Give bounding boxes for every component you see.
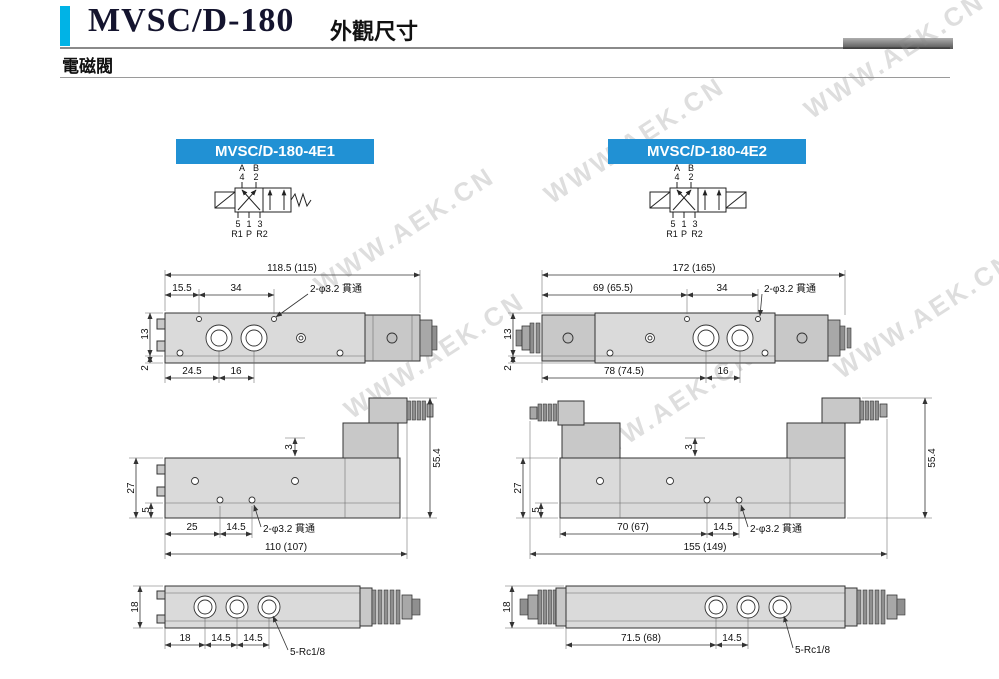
dim-t: 3 bbox=[684, 444, 695, 450]
hole-note: 2-φ3.2 貫通 bbox=[310, 283, 362, 295]
section-label: 電磁閥 bbox=[62, 57, 113, 76]
port-label-a: A bbox=[239, 163, 245, 173]
port-label-b: B bbox=[253, 163, 259, 173]
dim-total: 55.4 bbox=[432, 448, 443, 468]
dim-overall: 118.5 (115) bbox=[267, 263, 317, 274]
side-view-drawing bbox=[156, 397, 434, 519]
model-badge-4e2: MVSC/D-180-4E2 bbox=[608, 139, 806, 164]
port-label-1: 1 bbox=[246, 219, 251, 229]
port-label-3: 3 bbox=[692, 219, 697, 229]
dim-h1: 13 bbox=[503, 328, 514, 340]
side-view-dimensions: 3 55.4 27 5 70 (67) 14.5 2-φ3.2 貫通 155 (… bbox=[513, 397, 938, 559]
page-title: MVSC/D-180 bbox=[88, 2, 295, 39]
dim-d: 16 bbox=[717, 366, 729, 377]
dim-f: 5 bbox=[531, 507, 542, 513]
dim-overall: 172 (165) bbox=[673, 263, 716, 274]
symbol-drawing bbox=[214, 182, 312, 218]
page-subtitle: 外觀尺寸 bbox=[330, 19, 419, 44]
top-view-dimensions: 118.5 (115) 15.5 34 2-φ3.2 貫通 13 2 24.5 … bbox=[140, 263, 421, 383]
left-side-view: 3 55.4 27 5 25 14.5 2-φ3.2 貫通 110 (107) bbox=[126, 397, 443, 559]
dim-b: 34 bbox=[716, 283, 728, 294]
hole-note: 2-φ3.2 貫通 bbox=[764, 283, 816, 295]
bottom-view-dimensions: 18 18 14.5 14.5 5-Rc1/8 bbox=[130, 585, 325, 658]
right-valve-symbol: A B 4 2 5 1 3 R1 P R2 bbox=[649, 163, 747, 239]
dim-h2: 2 bbox=[140, 365, 151, 371]
left-top-view: 118.5 (115) 15.5 34 2-φ3.2 貫通 13 2 24.5 … bbox=[140, 263, 438, 383]
port-label-r1: R1 bbox=[231, 229, 243, 239]
dim-h: 27 bbox=[126, 482, 137, 494]
port-label-2: 2 bbox=[688, 172, 693, 182]
top-view-drawing bbox=[515, 312, 852, 364]
dim-c: 78 (74.5) bbox=[604, 366, 644, 377]
dim-c: 14.5 bbox=[243, 633, 263, 644]
dim-b: 34 bbox=[230, 283, 242, 294]
port-label-b: B bbox=[688, 163, 694, 173]
side-view-drawing bbox=[529, 397, 888, 519]
symbol-drawing bbox=[649, 182, 747, 218]
dim-h: 18 bbox=[502, 601, 513, 613]
dim-h: 27 bbox=[513, 482, 524, 494]
port-label-a: A bbox=[674, 163, 680, 173]
port-label-p: P bbox=[681, 229, 687, 239]
dim-overall: 110 (107) bbox=[265, 542, 307, 553]
watermark: WWW.AEK.CN bbox=[798, 0, 991, 125]
bottom-view-drawing bbox=[156, 585, 421, 629]
model-badge-4e1: MVSC/D-180-4E1 bbox=[176, 139, 374, 164]
dim-h2: 2 bbox=[503, 365, 514, 371]
header-shade bbox=[843, 38, 953, 49]
dim-a: 71.5 (68) bbox=[621, 633, 661, 644]
port-label-5: 5 bbox=[670, 219, 675, 229]
top-view-drawing bbox=[156, 312, 438, 364]
dim-c: 24.5 bbox=[182, 366, 202, 377]
side-view-dimensions: 3 55.4 27 5 25 14.5 2-φ3.2 貫通 110 (107) bbox=[126, 397, 443, 559]
port-note: 5-Rc1/8 bbox=[290, 647, 325, 658]
dim-a: 25 bbox=[186, 522, 198, 533]
dim-b: 14.5 bbox=[713, 522, 733, 533]
bottom-view-drawing bbox=[519, 585, 906, 629]
dim-total: 55.4 bbox=[927, 448, 938, 468]
dim-a: 69 (65.5) bbox=[593, 283, 633, 294]
dim-h: 18 bbox=[130, 601, 141, 613]
left-valve-symbol: A B 4 2 5 1 3 R1 P R2 bbox=[214, 163, 312, 239]
hole-note: 2-φ3.2 貫通 bbox=[750, 523, 802, 535]
dim-overall: 155 (149) bbox=[684, 542, 727, 553]
right-top-view: 172 (165) 69 (65.5) 34 2-φ3.2 貫通 13 2 78… bbox=[503, 263, 852, 383]
port-label-4: 4 bbox=[239, 172, 244, 182]
hole-note: 2-φ3.2 貫通 bbox=[263, 523, 315, 535]
port-label-r2: R2 bbox=[691, 229, 703, 239]
dim-b: 14.5 bbox=[211, 633, 231, 644]
port-note: 5-Rc1/8 bbox=[795, 645, 830, 656]
accent-bar bbox=[60, 6, 70, 46]
dim-h1: 13 bbox=[140, 328, 151, 340]
section-rule bbox=[60, 77, 950, 78]
port-label-1: 1 bbox=[681, 219, 686, 229]
port-label-r1: R1 bbox=[666, 229, 678, 239]
top-view-dimensions: 172 (165) 69 (65.5) 34 2-φ3.2 貫通 13 2 78… bbox=[503, 263, 846, 383]
bottom-view-dimensions: 18 71.5 (68) 14.5 5-Rc1/8 bbox=[502, 585, 830, 656]
dim-a: 18 bbox=[179, 633, 191, 644]
dim-b: 14.5 bbox=[226, 522, 246, 533]
port-label-5: 5 bbox=[235, 219, 240, 229]
port-label-r2: R2 bbox=[256, 229, 268, 239]
right-side-view: 3 55.4 27 5 70 (67) 14.5 2-φ3.2 貫通 155 (… bbox=[513, 397, 938, 559]
port-label-4: 4 bbox=[674, 172, 679, 182]
header-rule bbox=[60, 47, 950, 49]
right-bottom-view: 18 71.5 (68) 14.5 5-Rc1/8 bbox=[502, 585, 906, 656]
dim-d: 16 bbox=[230, 366, 242, 377]
port-label-3: 3 bbox=[257, 219, 262, 229]
dim-t: 3 bbox=[284, 444, 295, 450]
left-bottom-view: 18 18 14.5 14.5 5-Rc1/8 bbox=[130, 585, 421, 658]
dim-f: 5 bbox=[141, 507, 152, 513]
port-label-2: 2 bbox=[253, 172, 258, 182]
dim-b: 14.5 bbox=[722, 633, 742, 644]
dim-a: 70 (67) bbox=[617, 522, 649, 533]
port-label-p: P bbox=[246, 229, 252, 239]
dim-a: 15.5 bbox=[172, 283, 192, 294]
